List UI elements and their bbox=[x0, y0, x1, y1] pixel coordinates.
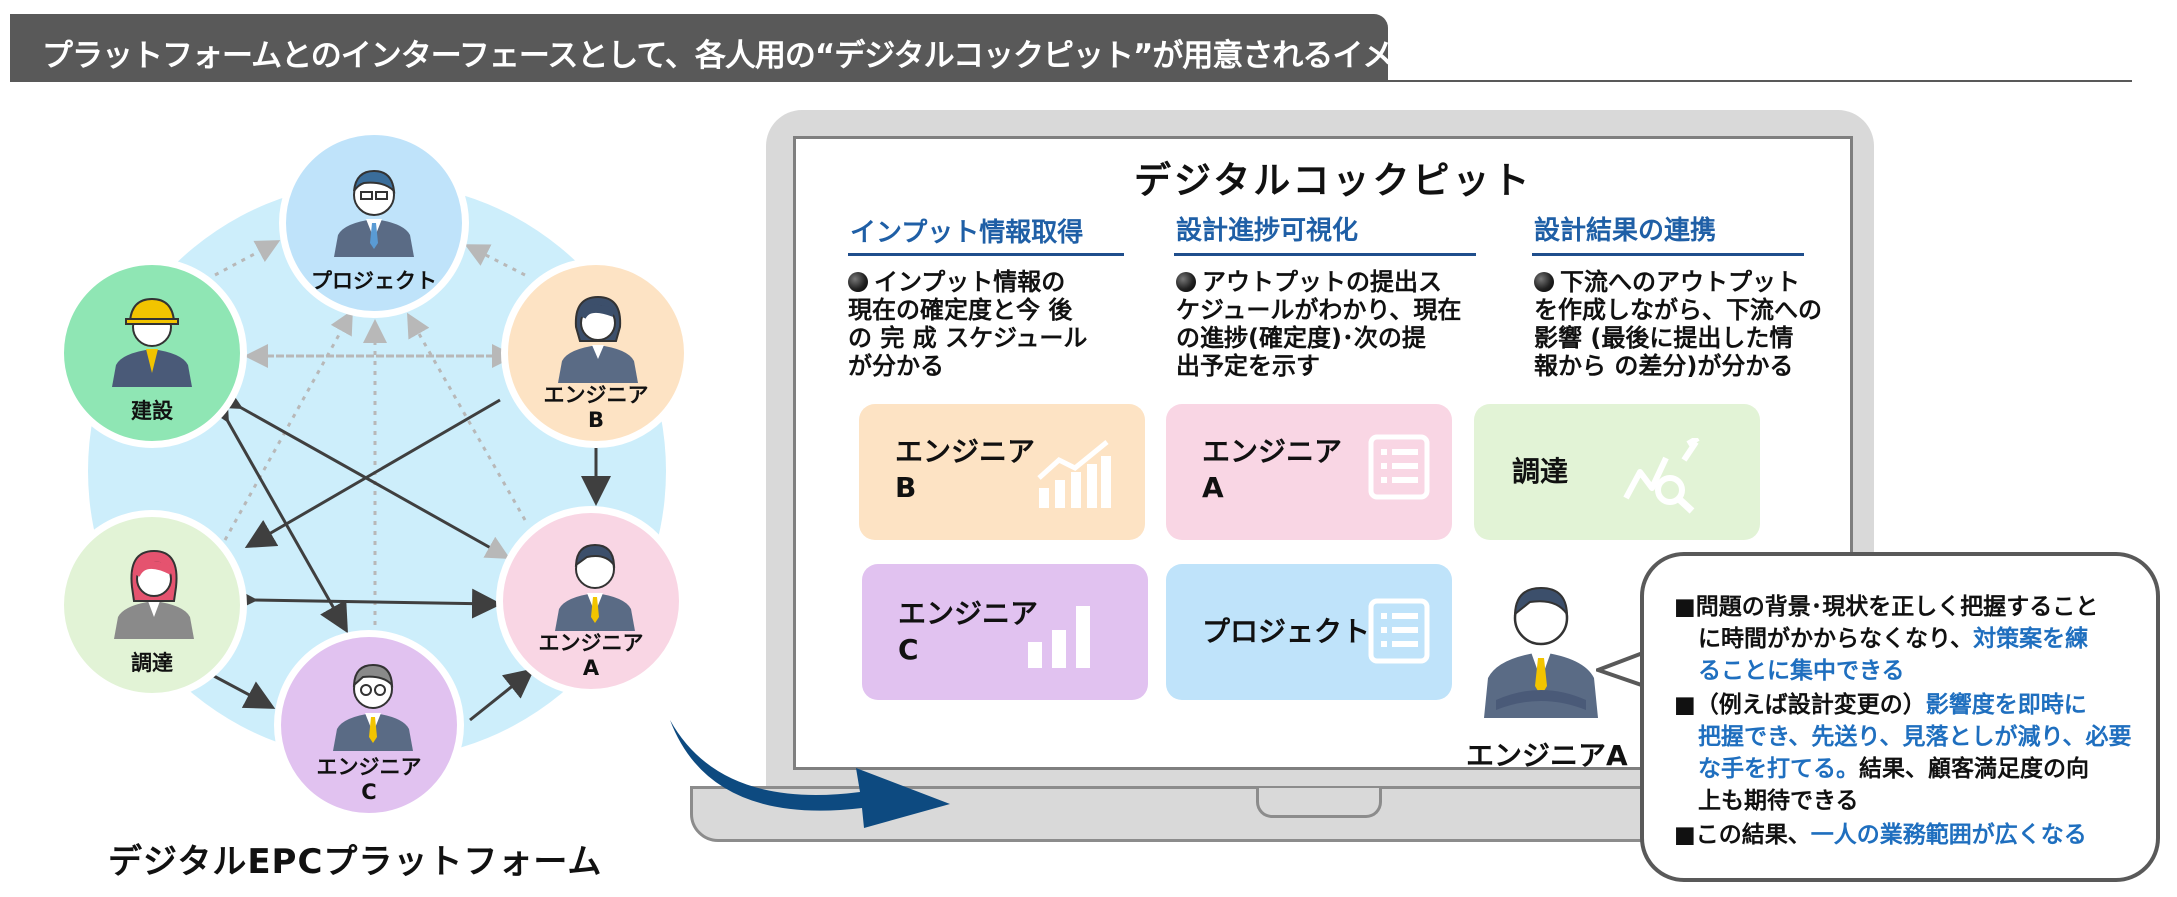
callout-highlight: 把握でき、先送り、見落としが減り、必要 bbox=[1698, 724, 2132, 750]
section-input-line-3: の 完 成 スケジュール bbox=[848, 324, 1088, 352]
callout-highlight: 対策案を練 bbox=[1973, 626, 2089, 652]
callout-line-5: 把握でき、先送り、見落としが減り、必要 bbox=[1698, 722, 2132, 752]
male-engineer-icon bbox=[555, 543, 635, 631]
tile-project-label: プロジェクト bbox=[1202, 615, 1371, 648]
callout-text: ■問題の背景･現状を正しく把握すること bbox=[1674, 594, 2099, 620]
node-label-engineer-c: エンジニア C bbox=[281, 755, 457, 805]
callout-highlight: ることに集中できる bbox=[1698, 658, 1905, 684]
businessman-icon bbox=[334, 169, 414, 257]
platform-title: デジタルEPCプラットフォーム bbox=[108, 842, 603, 882]
callout-line-8: ■この結果、一人の業務範囲が広くなる bbox=[1674, 820, 2087, 850]
section-heading-progress: 設計進捗可視化 bbox=[1176, 216, 1359, 246]
callout-text: ■（例えば設計変更の） bbox=[1674, 692, 1926, 718]
engineer-b-letter: B bbox=[587, 408, 604, 432]
tile-procurement-label: 調達 bbox=[1512, 455, 1569, 488]
engineer-b-role: エンジニア bbox=[543, 383, 649, 407]
section-input-line-1: インプット情報の bbox=[874, 268, 1066, 296]
engineer-a-caption: エンジニアA bbox=[1466, 739, 1628, 772]
node-label-project: プロジェクト bbox=[311, 269, 437, 293]
bullet-icon bbox=[848, 272, 868, 292]
female-engineer-icon bbox=[558, 295, 638, 383]
tile-project[interactable]: プロジェクト bbox=[1166, 564, 1452, 700]
section-body-input: インプット情報の 現在の確定度と今 後 の 完 成 スケジュール が分かる bbox=[848, 268, 1128, 380]
section-rule-progress bbox=[1174, 253, 1476, 256]
tile-engineer-a-role: エンジニア bbox=[1202, 435, 1343, 468]
callout-line-7: 上も期待できる bbox=[1698, 786, 1859, 816]
tile-engineer-a-label: エンジニア A bbox=[1202, 434, 1342, 506]
callout-box: ■問題の背景･現状を正しく把握すること に時間がかからなくなり、対策案を練 るこ… bbox=[1640, 552, 2160, 882]
section-rule-linkage bbox=[1532, 253, 1804, 256]
bullet-icon bbox=[1534, 272, 1554, 292]
engineer-a-avatar-icon bbox=[1484, 586, 1598, 718]
callout-line-4: ■（例えば設計変更の）影響度を即時に bbox=[1674, 690, 2087, 720]
section-linkage-line-4: 報から の差分)が分かる bbox=[1534, 352, 1794, 380]
header-banner: プラットフォームとのインターフェースとして、各人用の“デジタルコックピット”が用… bbox=[10, 14, 1453, 82]
section-body-progress: アウトプットの提出ス ケジュールがわかり、現在 の進捗(確定度)･次の提 出予定… bbox=[1176, 268, 1486, 380]
callout-highlight: 影響度を即時に bbox=[1925, 692, 2087, 718]
node-label-engineer-b: エンジニア B bbox=[508, 383, 684, 433]
laptop-trackpad-notch bbox=[1256, 788, 1382, 818]
node-engineer-a[interactable]: エンジニア A bbox=[496, 506, 686, 696]
section-rule-input bbox=[848, 253, 1124, 256]
cockpit-title: デジタルコックピット bbox=[1134, 159, 1533, 202]
construction-worker-icon bbox=[112, 297, 192, 387]
tile-engineer-b-letter: B bbox=[895, 471, 917, 504]
section-progress-line-4: 出予定を示す bbox=[1176, 352, 1320, 380]
section-progress-line-1: アウトプットの提出ス bbox=[1202, 268, 1442, 296]
callout-highlight: な手を打てる。 bbox=[1698, 756, 1859, 782]
section-heading-linkage: 設計結果の連携 bbox=[1534, 216, 1717, 246]
tile-engineer-b[interactable]: エンジニア B bbox=[859, 404, 1145, 540]
header-title: プラットフォームとのインターフェースとして、各人用の“デジタルコックピット”が用… bbox=[42, 38, 1453, 74]
female-staff-icon bbox=[114, 549, 194, 639]
bar-chart-icon bbox=[1028, 606, 1090, 668]
section-linkage-line-2: を作成しながら、下流への bbox=[1534, 296, 1822, 324]
tile-engineer-b-label: エンジニア B bbox=[895, 434, 1035, 506]
section-progress-line-2: ケジュールがわかり、現在 bbox=[1176, 296, 1462, 324]
engineer-a-letter: A bbox=[582, 656, 600, 680]
curved-arrow-icon bbox=[670, 720, 950, 828]
engineer-with-glasses-icon bbox=[333, 663, 413, 751]
section-linkage-line-1: 下流へのアウトプット bbox=[1560, 268, 1800, 296]
callout-highlight: 一人の業務範囲が広くなる bbox=[1810, 822, 2087, 848]
analytics-search-icon bbox=[1623, 438, 1700, 514]
document-list-icon bbox=[1368, 598, 1430, 664]
engineer-c-letter: C bbox=[361, 780, 377, 804]
engineer-c-role: エンジニア bbox=[316, 755, 422, 779]
callout-line-3: ることに集中できる bbox=[1698, 656, 1905, 686]
callout-text: 結果、顧客満足度の向 bbox=[1859, 756, 2089, 782]
callout-text: ■この結果、 bbox=[1674, 822, 1811, 848]
tile-engineer-c-label: エンジニア C bbox=[898, 596, 1038, 668]
callout-line-1: ■問題の背景･現状を正しく把握すること bbox=[1674, 592, 2098, 622]
node-construction[interactable]: 建設 bbox=[57, 258, 247, 448]
tile-engineer-b-role: エンジニア bbox=[895, 435, 1036, 468]
callout-text: に時間がかからなくなり、 bbox=[1698, 626, 1974, 652]
tile-engineer-a-letter: A bbox=[1202, 471, 1224, 504]
tile-engineer-c-role: エンジニア bbox=[898, 597, 1039, 630]
node-label-construction: 建設 bbox=[131, 399, 173, 423]
section-linkage-line-3: 影響 (最後に提出した情 bbox=[1534, 324, 1794, 352]
callout-line-6: な手を打てる。結果、顧客満足度の向 bbox=[1698, 754, 2089, 784]
bullet-icon bbox=[1176, 272, 1196, 292]
section-input-line-4: が分かる bbox=[848, 352, 944, 380]
header-rule bbox=[10, 80, 2132, 82]
node-label-procurement: 調達 bbox=[131, 651, 173, 675]
growth-chart-icon bbox=[1037, 440, 1111, 508]
tile-engineer-c[interactable]: エンジニア C bbox=[862, 564, 1148, 700]
tile-engineer-a[interactable]: エンジニア A bbox=[1166, 404, 1452, 540]
section-body-linkage: 下流へのアウトプット を作成しながら、下流への 影響 (最後に提出した情 報から… bbox=[1534, 268, 1844, 380]
section-heading-input: インプット情報取得 bbox=[850, 218, 1084, 248]
section-input-line-2: 現在の確定度と今 後 bbox=[848, 296, 1073, 324]
document-list-icon bbox=[1368, 434, 1430, 500]
tile-procurement[interactable]: 調達 bbox=[1474, 404, 1760, 540]
node-project[interactable]: プロジェクト bbox=[279, 128, 469, 318]
engineer-a-role: エンジニア bbox=[538, 631, 644, 655]
node-engineer-b[interactable]: エンジニア B bbox=[501, 258, 691, 448]
callout-line-2: に時間がかからなくなり、対策案を練 bbox=[1698, 624, 2088, 654]
node-procurement[interactable]: 調達 bbox=[57, 510, 247, 700]
tile-engineer-c-letter: C bbox=[898, 633, 919, 666]
section-progress-line-3: の進捗(確定度)･次の提 bbox=[1176, 324, 1426, 352]
callout-text: 上も期待できる bbox=[1698, 788, 1859, 814]
node-label-engineer-a: エンジニア A bbox=[503, 631, 679, 681]
node-engineer-c[interactable]: エンジニア C bbox=[274, 630, 464, 820]
